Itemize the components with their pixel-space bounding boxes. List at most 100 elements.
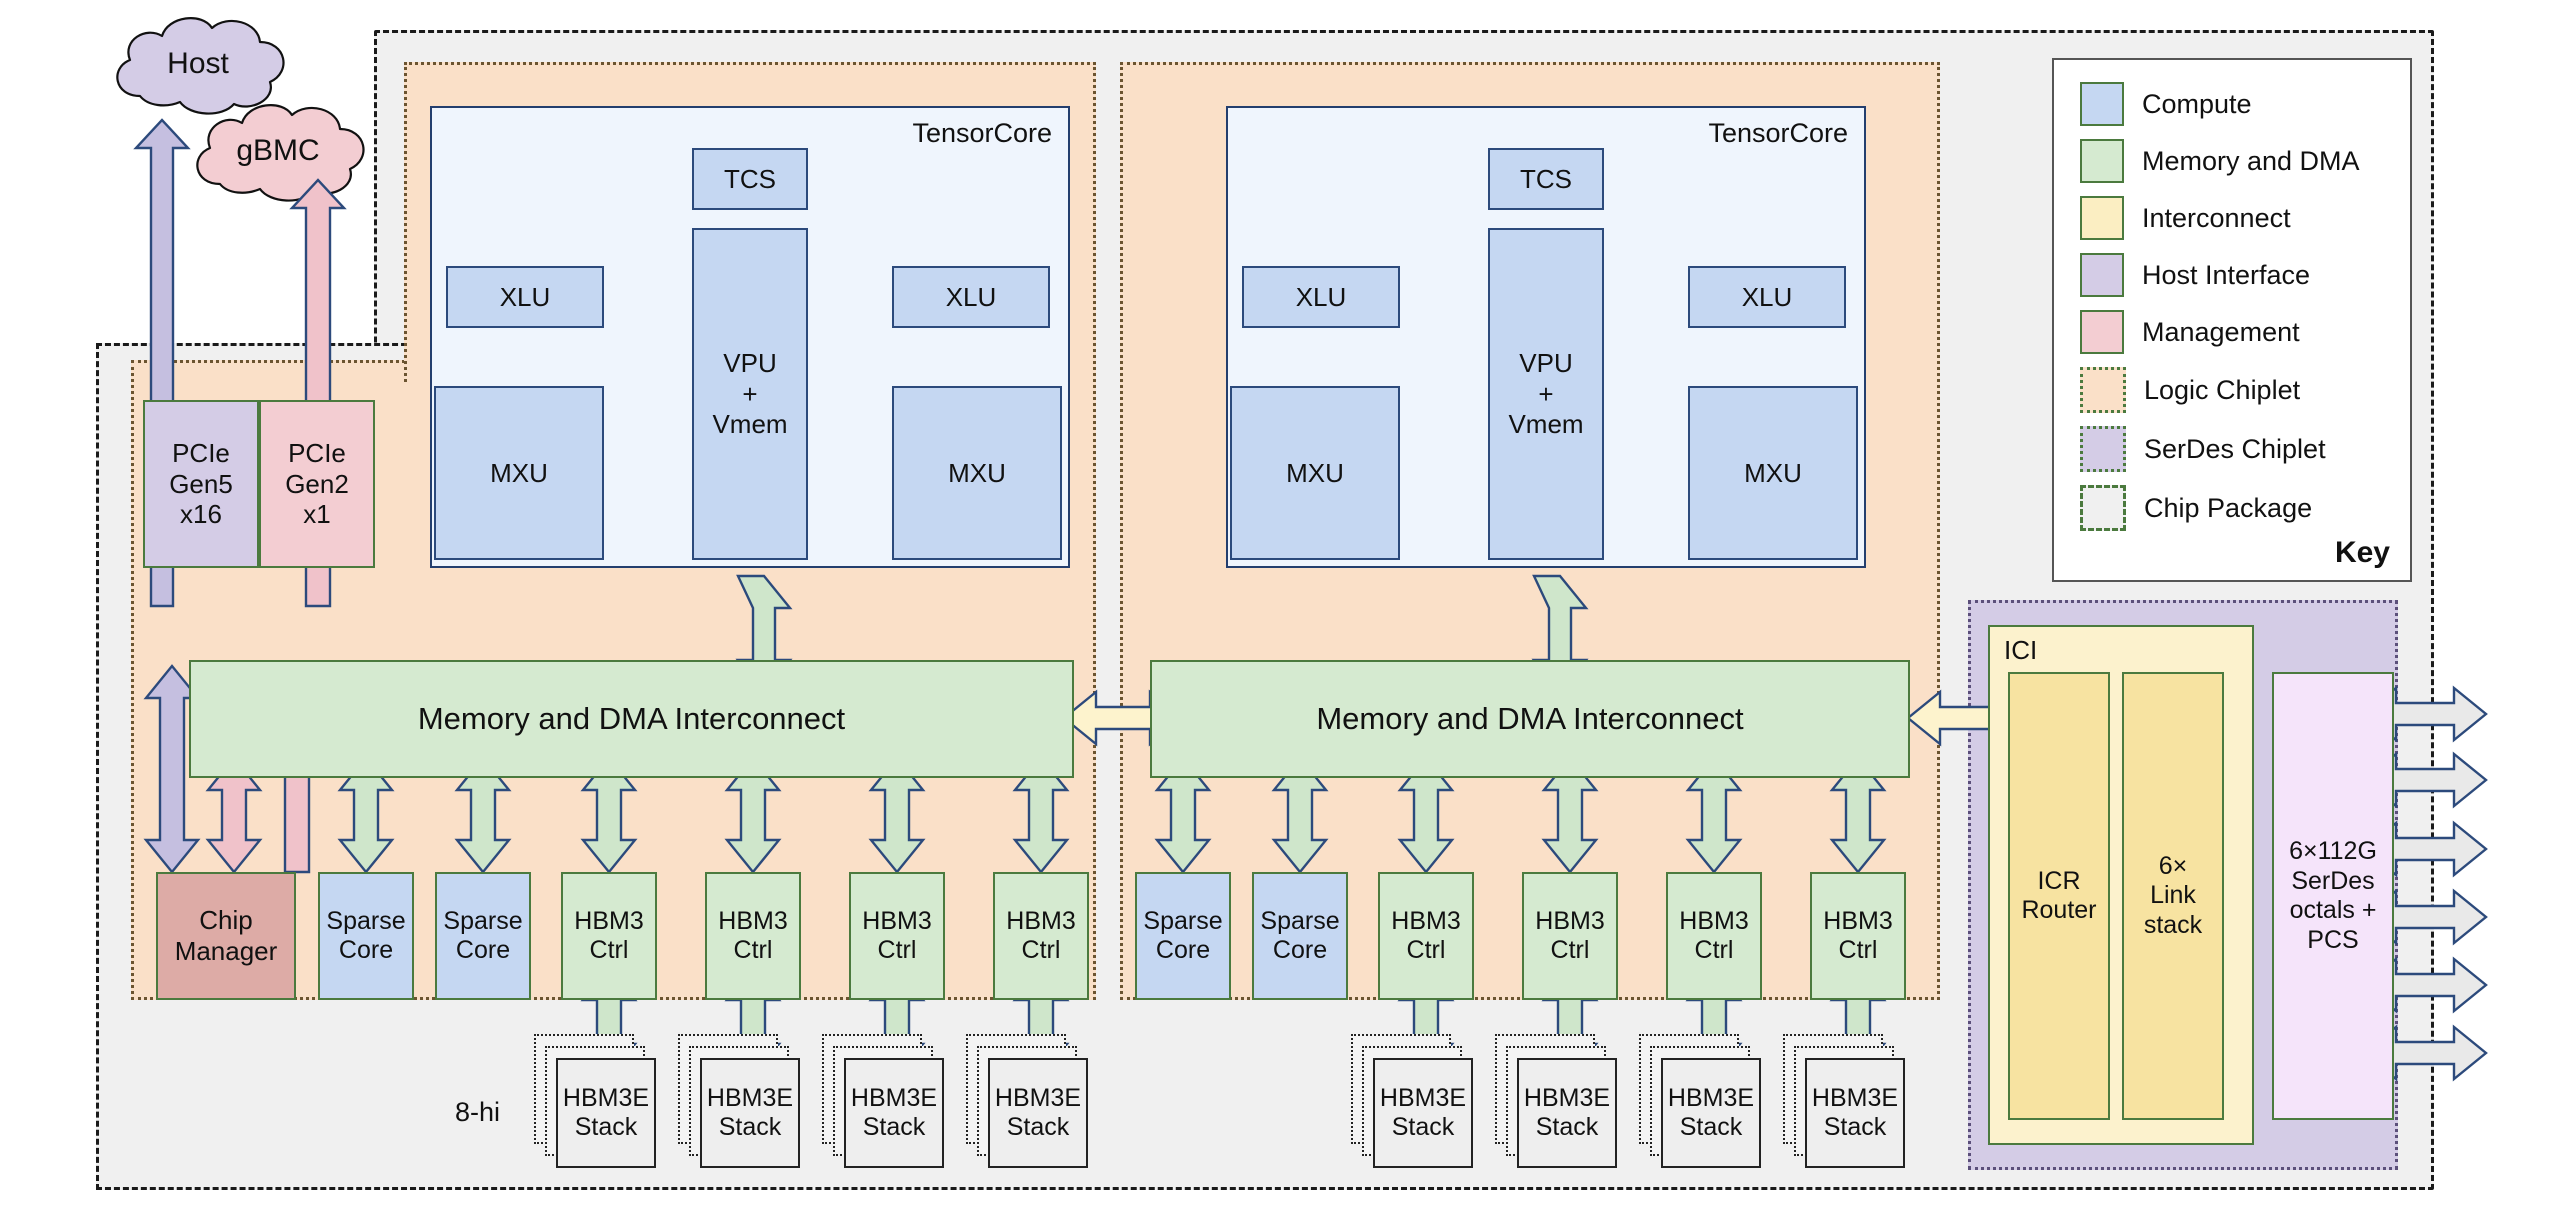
chip-manager-block[interactable]: Chip Manager [156, 872, 296, 1000]
hbm3-ctrl-r3[interactable]: HBM3 Ctrl [1666, 872, 1762, 1000]
hbm3e-stack-8[interactable]: HBM3E Stack [1805, 1058, 1905, 1168]
sparse-core-r2[interactable]: Sparse Core [1252, 872, 1348, 1000]
key-label-logic-chiplet: Logic Chiplet [2144, 374, 2301, 405]
tcs-left-label: TCS [724, 163, 776, 194]
key-item-interconnect: Interconnect [2080, 196, 2410, 240]
vpu-right-line-1: VPU [1519, 347, 1573, 378]
hbm3e-stack-1[interactable]: HBM3E Stack [556, 1058, 656, 1168]
mxu-left-west-label: MXU [490, 457, 548, 488]
link-stack-block[interactable]: 6× Link stack [2122, 672, 2224, 1120]
stack-line-1: HBM3E [1379, 1083, 1467, 1112]
stack-line-2: Stack [1006, 1113, 1070, 1141]
xlu-right-west-label: XLU [1295, 281, 1347, 312]
hbm3-ctrl-r1[interactable]: HBM3 Ctrl [1378, 872, 1474, 1000]
xlu-left-west[interactable]: XLU [446, 266, 604, 328]
stack-line-1: HBM3E [562, 1083, 650, 1112]
hbm3e-stack-3[interactable]: HBM3E Stack [844, 1058, 944, 1168]
interconnect-left-label: Memory and DMA Interconnect [417, 700, 846, 736]
mxu-right-east-label: MXU [1744, 457, 1802, 488]
vpu-left-line-2: + [742, 378, 758, 409]
sparse-core-r1[interactable]: Sparse Core [1135, 872, 1231, 1000]
hbm3-ctrl-l1[interactable]: HBM3 Ctrl [561, 872, 657, 1000]
key-swatch-serdes-chiplet [2080, 426, 2126, 472]
key-swatch-logic-chiplet [2080, 367, 2126, 413]
stack-line-1: HBM3E [994, 1083, 1082, 1112]
vpu-left-line-3: Vmem [712, 409, 788, 440]
pcie-gen2-line-1: PCIe [288, 437, 346, 468]
stack-line-1: HBM3E [706, 1083, 794, 1112]
block-line-2: Ctrl [1694, 936, 1734, 964]
key-item-chip-package: Chip Package [2080, 485, 2410, 531]
block-line-2: Core [1272, 936, 1328, 964]
link-stack-line-3: stack [2143, 910, 2203, 939]
hbm3-ctrl-l4[interactable]: HBM3 Ctrl [993, 872, 1089, 1000]
mxu-right-west-label: MXU [1286, 457, 1344, 488]
stack-line-1: HBM3E [1523, 1083, 1611, 1112]
block-line-1: HBM3 [1679, 906, 1749, 935]
block-line-2: Core [455, 936, 511, 964]
pcie-gen5-block[interactable]: PCIe Gen5 x16 [143, 400, 259, 568]
memory-dma-interconnect-right[interactable]: Memory and DMA Interconnect [1150, 660, 1910, 778]
link-stack-line-1: 6× [2158, 851, 2188, 880]
mxu-left-east-label: MXU [948, 457, 1006, 488]
hbm3e-stack-6[interactable]: HBM3E Stack [1517, 1058, 1617, 1168]
vpu-vmem-left[interactable]: VPU + Vmem [692, 228, 808, 560]
block-line-1: HBM3 [1535, 906, 1605, 935]
pcie-gen2-block[interactable]: PCIe Gen2 x1 [259, 400, 375, 568]
serdes-line-4: PCS [2307, 925, 2359, 954]
hbm3e-stack-2[interactable]: HBM3E Stack [700, 1058, 800, 1168]
stack-line-2: Stack [1391, 1113, 1455, 1141]
sparse-core-l2[interactable]: Sparse Core [435, 872, 531, 1000]
block-line-1: HBM3 [574, 906, 644, 935]
hbm3e-stack-7[interactable]: HBM3E Stack [1661, 1058, 1761, 1168]
block-line-2: Core [338, 936, 394, 964]
hbm3-ctrl-r4[interactable]: HBM3 Ctrl [1810, 872, 1906, 1000]
block-line-2: Ctrl [1406, 936, 1446, 964]
tcs-right[interactable]: TCS [1488, 148, 1604, 210]
mxu-left-east[interactable]: MXU [892, 386, 1062, 560]
key-swatch-management [2080, 310, 2124, 354]
xlu-right-west[interactable]: XLU [1242, 266, 1400, 328]
block-line-1: HBM3 [1823, 906, 1893, 935]
hbm3-ctrl-l3[interactable]: HBM3 Ctrl [849, 872, 945, 1000]
stack-line-2: Stack [1679, 1113, 1743, 1141]
pcie-gen5-line-1: PCIe [172, 437, 230, 468]
icr-router-line-1: ICR [2037, 866, 2081, 895]
key-item-host-interface: Host Interface [2080, 253, 2410, 297]
key-swatch-chip-package [2080, 485, 2126, 531]
link-stack-line-2: Link [2150, 881, 2196, 910]
host-cloud: Host [98, 10, 298, 118]
icr-router-block[interactable]: ICR Router [2008, 672, 2110, 1120]
hbm3-ctrl-r2[interactable]: HBM3 Ctrl [1522, 872, 1618, 1000]
stack-line-1: HBM3E [1667, 1083, 1755, 1112]
tcs-left[interactable]: TCS [692, 148, 808, 210]
chip-manager-line-2: Manager [174, 936, 278, 966]
key-swatch-compute [2080, 82, 2124, 126]
hbm3e-stack-4[interactable]: HBM3E Stack [988, 1058, 1088, 1168]
vpu-vmem-right[interactable]: VPU + Vmem [1488, 228, 1604, 560]
block-line-1: HBM3 [1006, 906, 1076, 935]
memory-dma-interconnect-left[interactable]: Memory and DMA Interconnect [189, 660, 1074, 778]
hbm3-ctrl-l2[interactable]: HBM3 Ctrl [705, 872, 801, 1000]
sparse-core-l1[interactable]: Sparse Core [318, 872, 414, 1000]
stack-line-2: Stack [1823, 1113, 1887, 1141]
pcie-gen2-line-3: x1 [303, 499, 331, 530]
chip-manager-line-1: Chip [199, 905, 253, 936]
serdes-block[interactable]: 6×112G SerDes octals + PCS [2272, 672, 2394, 1120]
mxu-right-east[interactable]: MXU [1688, 386, 1858, 560]
xlu-right-east[interactable]: XLU [1688, 266, 1846, 328]
xlu-left-west-label: XLU [499, 281, 551, 312]
stack-line-2: Stack [718, 1113, 782, 1141]
xlu-left-east[interactable]: XLU [892, 266, 1050, 328]
key-label-chip-package: Chip Package [2144, 492, 2313, 523]
block-line-1: HBM3 [718, 906, 788, 935]
stack-line-2: Stack [1535, 1113, 1599, 1141]
mxu-right-west[interactable]: MXU [1230, 386, 1400, 560]
key-item-compute: Compute [2080, 82, 2410, 126]
key-item-serdes-chiplet: SerDes Chiplet [2080, 426, 2410, 472]
vpu-right-line-3: Vmem [1508, 409, 1584, 440]
hbm3e-stack-5[interactable]: HBM3E Stack [1373, 1058, 1473, 1168]
block-line-2: Ctrl [877, 936, 917, 964]
mxu-left-west[interactable]: MXU [434, 386, 604, 560]
block-line-1: Sparse [443, 906, 523, 935]
